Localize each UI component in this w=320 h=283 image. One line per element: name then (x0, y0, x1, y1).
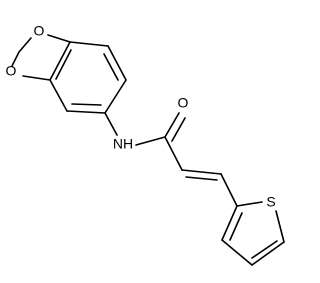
bond-alpha-beta-double (185, 176, 218, 181)
bond-o1-ch2 (18, 37, 32, 53)
bond-c6-c7-inner (71, 103, 102, 106)
bond-n-carbonyl-c (135, 136, 166, 146)
carbonyl-oxygen-label: O (178, 95, 189, 111)
vinyl-linker (164, 136, 238, 207)
bond-carbonyl-c-o-double (171, 117, 186, 142)
bond-carbonyl-c-alpha (164, 136, 183, 171)
bond-o3-c7a (22, 75, 51, 81)
benzene-ring (49, 41, 127, 114)
bond-c5-c4-inner (251, 240, 278, 259)
amide-group (104, 112, 186, 146)
bond-c3a-c7a (49, 41, 71, 81)
sulfur-label: S (266, 194, 275, 210)
bond-carbonyl-c-o (164, 112, 180, 138)
bond-c5-c4 (251, 241, 285, 266)
bond-c4-c5 (107, 45, 127, 81)
bond-c3-c2-inner (229, 212, 243, 241)
bond-beta-thiophene (220, 173, 238, 207)
chemical-structure-diagram: O O NH O S (6, 23, 285, 266)
bond-alpha-beta (181, 169, 222, 175)
bond-c5-c6 (104, 79, 127, 114)
nh-label: NH (113, 136, 133, 152)
bond-c4-c3 (221, 239, 253, 266)
bond-c4-c5-inner (103, 53, 119, 81)
bond-c2-s (236, 201, 263, 207)
dioxole-ring (11, 34, 71, 81)
bond-c6-n (104, 112, 118, 136)
bond-s-c5 (275, 210, 285, 243)
bond-c6-c7 (66, 110, 106, 114)
bond-c3a-c4 (69, 41, 109, 47)
bond-c3-c2 (221, 205, 238, 241)
oxygen-label-bottom: O (6, 63, 17, 79)
bond-c7-c7a (49, 79, 68, 112)
bond-c3a-c7a-inner (55, 49, 72, 80)
oxygen-label-top: O (34, 23, 45, 39)
bond-c3a-o1 (47, 34, 71, 43)
bond-ch2-o3 (11, 51, 20, 67)
thiophene-ring (221, 201, 285, 266)
